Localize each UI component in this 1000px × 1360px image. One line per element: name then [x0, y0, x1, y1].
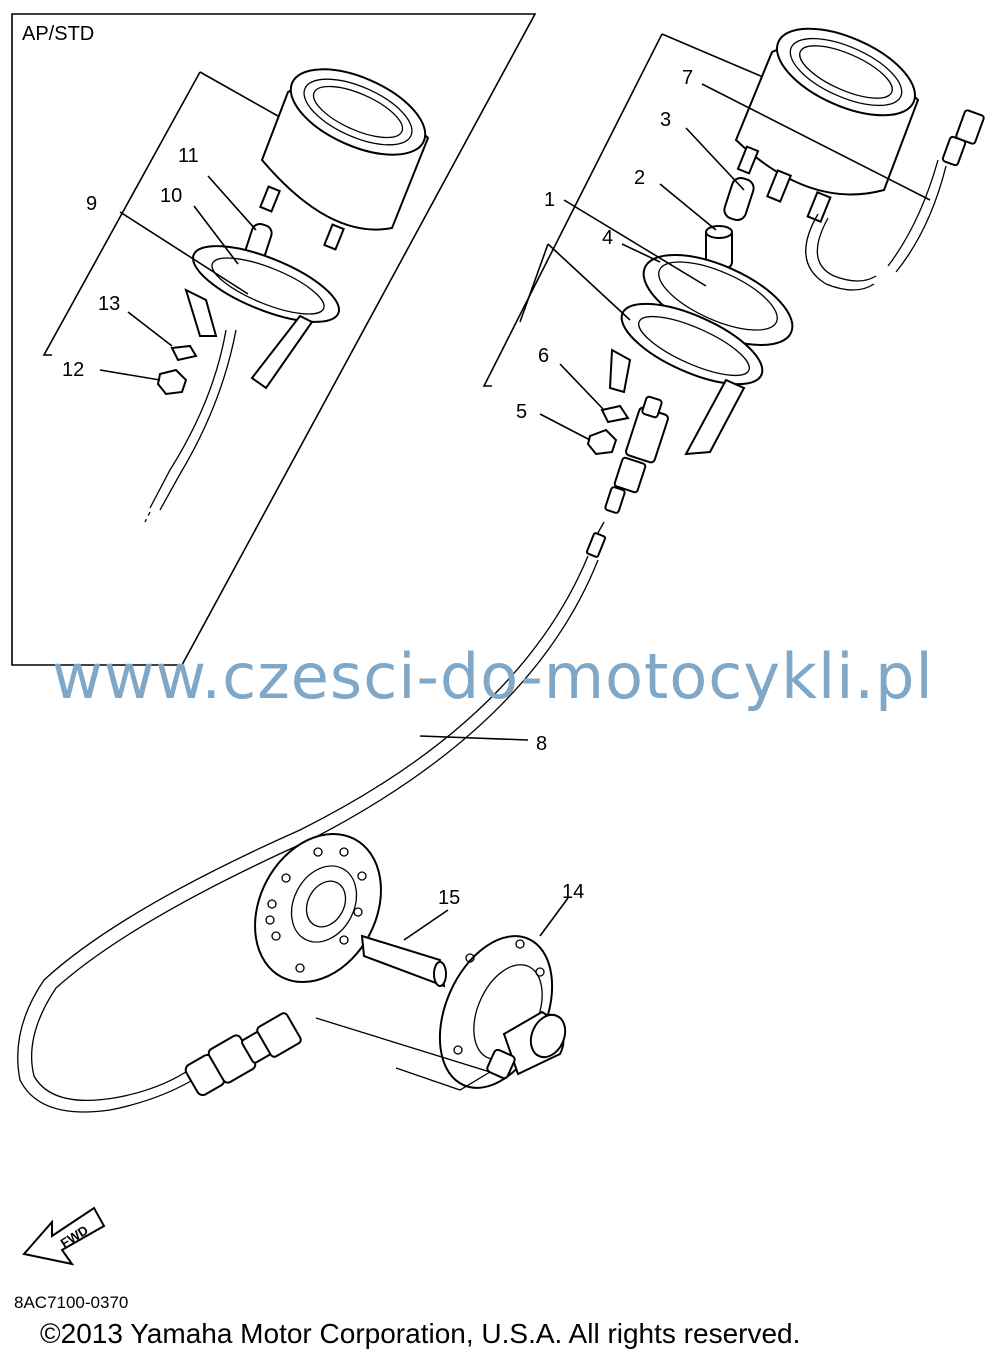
inset-washer-13	[170, 344, 198, 362]
callout-7: 7	[682, 67, 693, 89]
copyright-notice: ©2013 Yamaha Motor Corporation, U.S.A. A…	[40, 1318, 801, 1349]
callout-6: 6	[538, 345, 549, 367]
cable-connector	[604, 395, 669, 514]
meter-bulb	[723, 176, 755, 222]
meter-bracket	[608, 302, 764, 456]
callout-14: 14	[562, 881, 584, 903]
speedometer-assembly	[734, 27, 985, 291]
inset-group-bracket	[42, 71, 201, 356]
inset-wire	[149, 329, 227, 509]
callout-1: 1	[544, 189, 555, 211]
apstd-inset-frame	[11, 13, 537, 666]
callout-10: 10	[160, 185, 182, 207]
main-group-bracket	[482, 33, 663, 387]
callout-9: 9	[86, 193, 97, 215]
callout-15: 15	[438, 887, 460, 909]
callout-12: 12	[62, 359, 84, 381]
inset-nut-12	[156, 368, 188, 396]
washer-6	[600, 404, 630, 424]
speedometer-gear-unit	[438, 935, 567, 1089]
drive-pin	[360, 934, 447, 988]
callout-13: 13	[98, 293, 120, 315]
callout-3: 3	[660, 109, 671, 131]
inset-speedometer	[259, 68, 430, 251]
inset-meter-bracket	[184, 245, 340, 390]
callout-5: 5	[516, 401, 527, 423]
meter-damper-ring	[642, 254, 794, 346]
variant-label: AP/STD	[22, 23, 94, 45]
fwd-arrow-icon: FWD	[22, 1206, 106, 1266]
callout-2: 2	[634, 167, 645, 189]
callout-8: 8	[536, 733, 547, 755]
meter-cable	[17, 521, 607, 1113]
callout-4: 4	[602, 227, 613, 249]
callout-11: 11	[178, 145, 199, 167]
diagram-code: 8AC7100-0370	[14, 1293, 129, 1312]
nut-5	[586, 428, 618, 456]
wheel-hub-disc	[254, 832, 382, 984]
site-watermark: www.czesci-do-motocykli.pl	[52, 640, 934, 713]
